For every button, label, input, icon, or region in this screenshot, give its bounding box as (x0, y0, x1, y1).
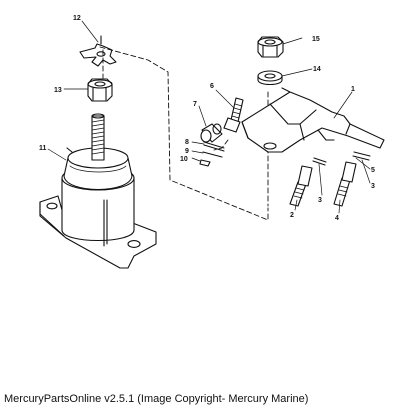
bolt-part-4 (333, 161, 357, 207)
callout-13: 13 (54, 87, 62, 94)
bolt-part-2 (289, 165, 313, 207)
callout-1: 1 (351, 86, 355, 93)
hex-nut-part-15 (257, 36, 284, 58)
hex-nut-part-13 (87, 78, 113, 102)
callout-2: 2 (290, 212, 294, 219)
callout-5: 5 (371, 167, 375, 174)
callout-8: 8 (185, 139, 189, 146)
tab-washer-part-12 (79, 35, 117, 67)
spacer-sleeve-part-7 (200, 123, 223, 143)
callout-10: 10 (180, 156, 188, 163)
callout-14: 14 (313, 66, 321, 73)
callout-3-right: 3 (371, 183, 375, 190)
stud-part-6 (223, 97, 244, 133)
exploded-parts-diagram: 12 13 11 15 14 1 6 7 8 9 10 5 3 3 2 4 (39, 15, 385, 269)
callout-3-left: 3 (318, 197, 322, 204)
copyright-caption: MercuryPartsOnline v2.5.1 (Image Copyrig… (4, 393, 309, 405)
callout-12: 12 (73, 15, 81, 22)
callout-9: 9 (185, 148, 189, 155)
mounting-bracket-part-1 (241, 87, 385, 153)
callout-11: 11 (39, 145, 47, 152)
callout-6: 6 (210, 83, 214, 90)
flat-washer-part-14 (257, 70, 283, 86)
callout-15: 15 (312, 36, 320, 43)
engine-mount-part-11 (39, 113, 157, 269)
washers-parts-3-5 (312, 151, 371, 166)
callout-leader-lines (47, 20, 371, 214)
callout-7: 7 (193, 101, 197, 108)
small-parts-8-9-10 (199, 141, 225, 167)
callout-4: 4 (335, 215, 339, 222)
